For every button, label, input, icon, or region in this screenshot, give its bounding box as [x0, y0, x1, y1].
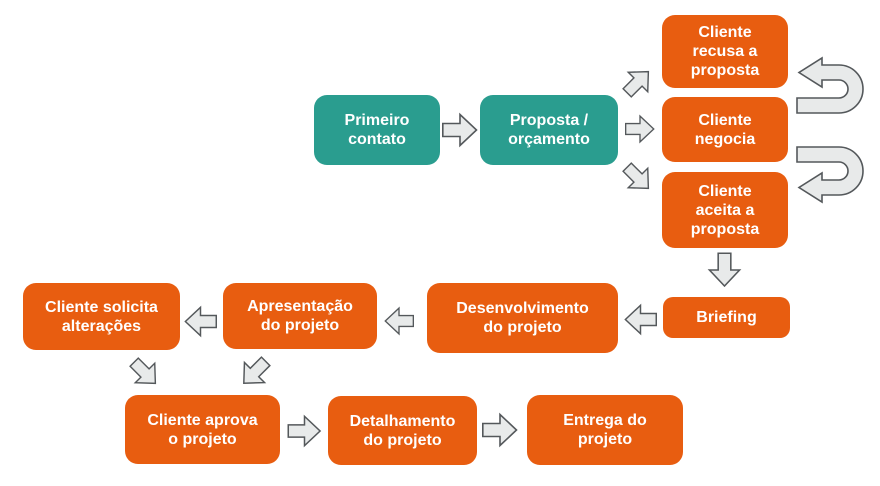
- node-proposta-orcamento: Proposta / orçamento: [480, 95, 618, 165]
- node-detalhamento: Detalhamento do projeto: [328, 396, 477, 465]
- node-label: Detalhamento do projeto: [349, 412, 456, 449]
- arrow-primeiro-to-proposta-icon: [442, 112, 478, 148]
- arrow-proposta-to-aceita-icon: [615, 155, 662, 202]
- node-label: Apresentação do projeto: [247, 298, 353, 334]
- node-entrega: Entrega do projeto: [527, 395, 683, 465]
- node-label: Cliente recusa a proposta: [690, 24, 760, 79]
- node-primeiro-contato: Primeiro contato: [314, 95, 440, 165]
- arrow-detalhamento-to-entrega-icon: [482, 412, 518, 448]
- node-cliente-negocia: Cliente negocia: [662, 97, 788, 162]
- node-label: Cliente aceita a proposta: [690, 182, 760, 238]
- arrow-apresentacao-to-solicita-icon: [184, 305, 218, 338]
- node-label: Cliente aprova o projeto: [147, 411, 258, 448]
- node-label: Briefing: [696, 309, 757, 326]
- arrow-solicita-to-aprova-icon: [122, 350, 167, 395]
- node-label: Desenvolvimento do projeto: [456, 300, 589, 336]
- arrow-apresentacao-to-aprova-icon: [231, 349, 278, 396]
- node-label: Cliente negocia: [694, 111, 756, 148]
- arrow-briefing-to-desenvolvimento-icon: [624, 303, 658, 336]
- arrow-proposta-to-negocia-icon: [623, 114, 657, 144]
- arrow-aceita-to-briefing-icon: [707, 252, 742, 288]
- node-cliente-aprova: Cliente aprova o projeto: [125, 395, 280, 464]
- uturn-arrow-negocia-to-recusa-icon: [796, 56, 867, 120]
- node-desenvolvimento: Desenvolvimento do projeto: [427, 283, 618, 353]
- node-solicita-alteracoes: Cliente solicita alterações: [23, 283, 180, 350]
- arrow-aprova-to-detalhamento-icon: [287, 414, 322, 448]
- arrow-proposta-to-recusa-icon: [615, 59, 662, 106]
- node-label: Primeiro contato: [344, 112, 410, 148]
- node-cliente-aceita: Cliente aceita a proposta: [662, 172, 788, 248]
- node-label: Proposta / orçamento: [508, 112, 590, 148]
- node-cliente-recusa: Cliente recusa a proposta: [662, 15, 788, 88]
- node-label: Cliente solicita alterações: [45, 298, 158, 335]
- arrow-desenvolvimento-to-apresentacao-icon: [384, 305, 415, 337]
- node-label: Entrega do projeto: [563, 412, 647, 448]
- node-briefing: Briefing: [663, 297, 790, 338]
- uturn-arrow-negocia-to-aceita-icon: [796, 140, 867, 204]
- node-apresentacao: Apresentação do projeto: [223, 283, 377, 349]
